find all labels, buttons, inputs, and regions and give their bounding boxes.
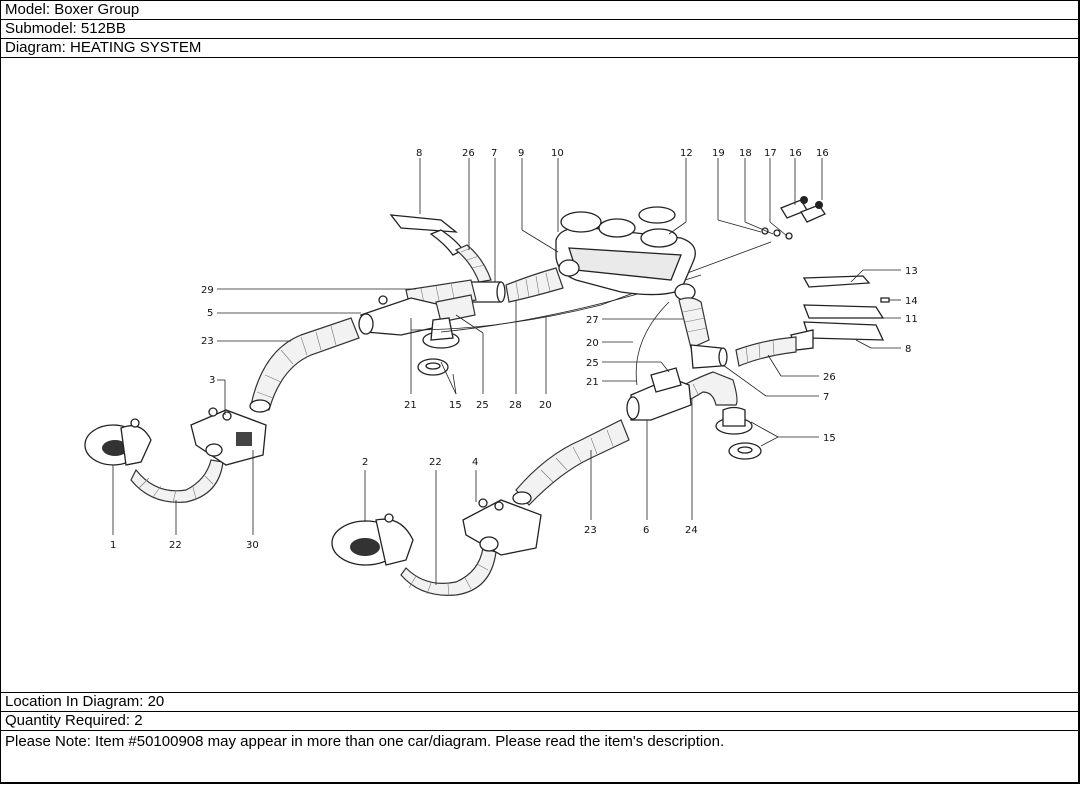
heating-system-diagram: 8 26 7 9 10 12 19 18 17 16 16 29 5 23 3 …: [1, 58, 1079, 693]
blower-2: [331, 513, 414, 566]
hose-22-left: [130, 459, 224, 503]
callout-group-top: 8 26 7 9 10 12 19 18 17 16 16: [416, 148, 829, 282]
vent-outlet-8-right: [790, 321, 885, 351]
callout-22-left: 22: [169, 540, 182, 551]
callout-16b: 16: [816, 148, 829, 159]
heater-unit-3: [190, 407, 267, 466]
callout-2: 2: [362, 457, 368, 468]
callout-group-mid-right: 27 20 25 21: [586, 315, 683, 388]
callout-24: 24: [685, 525, 698, 536]
callout-15-left: 15: [449, 400, 462, 411]
diagram-title: Diagram: HEATING SYSTEM: [0, 39, 1080, 58]
callout-26: 26: [462, 148, 475, 159]
callout-23-right: 23: [584, 525, 597, 536]
callout-19: 19: [712, 148, 725, 159]
callout-7: 7: [491, 148, 497, 159]
callout-8-right: 8: [905, 344, 911, 355]
callout-10: 10: [551, 148, 564, 159]
callout-26-right: 26: [823, 372, 836, 383]
hose-26-upper: [454, 244, 492, 283]
callout-22-center: 22: [429, 457, 442, 468]
callout-21-right: 21: [586, 377, 599, 388]
callout-group-bottom-upper: 21 15 25 28 20: [404, 300, 552, 411]
hose-28: [505, 267, 564, 303]
callout-3: 3: [209, 375, 215, 386]
callout-21-left: 21: [404, 400, 417, 411]
distributor-6: [626, 367, 692, 421]
heater-box-10: [555, 206, 696, 301]
callout-6: 6: [643, 525, 649, 536]
callout-7-right: 7: [823, 392, 829, 403]
trim-13: [802, 275, 871, 288]
hose-23-left: [249, 317, 360, 413]
callout-11: 11: [905, 314, 918, 325]
callout-17: 17: [764, 148, 777, 159]
vent-outlet-8-left: [389, 214, 464, 256]
exploded-parts-drawing: 8 26 7 9 10 12 19 18 17 16 16 29 5 23 3 …: [84, 148, 918, 597]
location-in-diagram: Location In Diagram: 20: [0, 693, 1080, 712]
callout-16a: 16: [789, 148, 802, 159]
hose-23-right: [512, 419, 630, 506]
callout-20-left: 20: [539, 400, 552, 411]
callout-15-right: 15: [823, 433, 836, 444]
floor-vent-15-right: [715, 406, 762, 460]
callout-18: 18: [739, 148, 752, 159]
callout-30: 30: [246, 540, 259, 551]
cable-20-right: [635, 301, 670, 386]
callout-28: 28: [509, 400, 522, 411]
hose-27: [678, 297, 710, 349]
callout-9: 9: [518, 148, 524, 159]
heater-unit-4: [462, 498, 542, 556]
model-label: Model: Boxer Group: [0, 1, 1080, 20]
callout-14: 14: [905, 296, 918, 307]
callout-group-bottom-right: 23 6 24: [584, 398, 698, 536]
t-junction-7-right: [690, 344, 728, 369]
submodel-label: Submodel: 512BB: [0, 20, 1080, 39]
item-note: Please Note: Item #50100908 may appear i…: [5, 733, 725, 750]
hose-26-right: [735, 336, 797, 367]
callout-8: 8: [416, 148, 422, 159]
callout-25-left: 25: [476, 400, 489, 411]
callout-group-left-upper: 29 5 23 3: [201, 285, 416, 415]
callout-4: 4: [472, 457, 478, 468]
grille-11: [803, 304, 885, 319]
callout-group-bottom-center: 2 22 4: [362, 457, 478, 585]
callout-25-right: 25: [586, 358, 599, 369]
callout-27: 27: [586, 315, 599, 326]
blower-1: [84, 418, 152, 466]
callout-20-right: 20: [586, 338, 599, 349]
quantity-required: Quantity Required: 2: [0, 712, 1080, 731]
callout-group-bottom-left: 1 22 30: [110, 450, 259, 551]
callout-1: 1: [110, 540, 116, 551]
clip-14: [880, 297, 890, 303]
hose-25-left: [435, 294, 476, 323]
hose-22-center: [400, 547, 497, 597]
control-levers-16: [761, 196, 826, 240]
callout-5: 5: [207, 308, 213, 319]
t-junction-7-left: [470, 281, 506, 303]
callout-23: 23: [201, 336, 214, 347]
callout-13: 13: [905, 266, 918, 277]
callout-12: 12: [680, 148, 693, 159]
callout-29: 29: [201, 285, 214, 296]
distributor-5: [358, 295, 447, 336]
callout-group-right-upper: 13 14 11 8 26 7 15: [722, 266, 918, 447]
